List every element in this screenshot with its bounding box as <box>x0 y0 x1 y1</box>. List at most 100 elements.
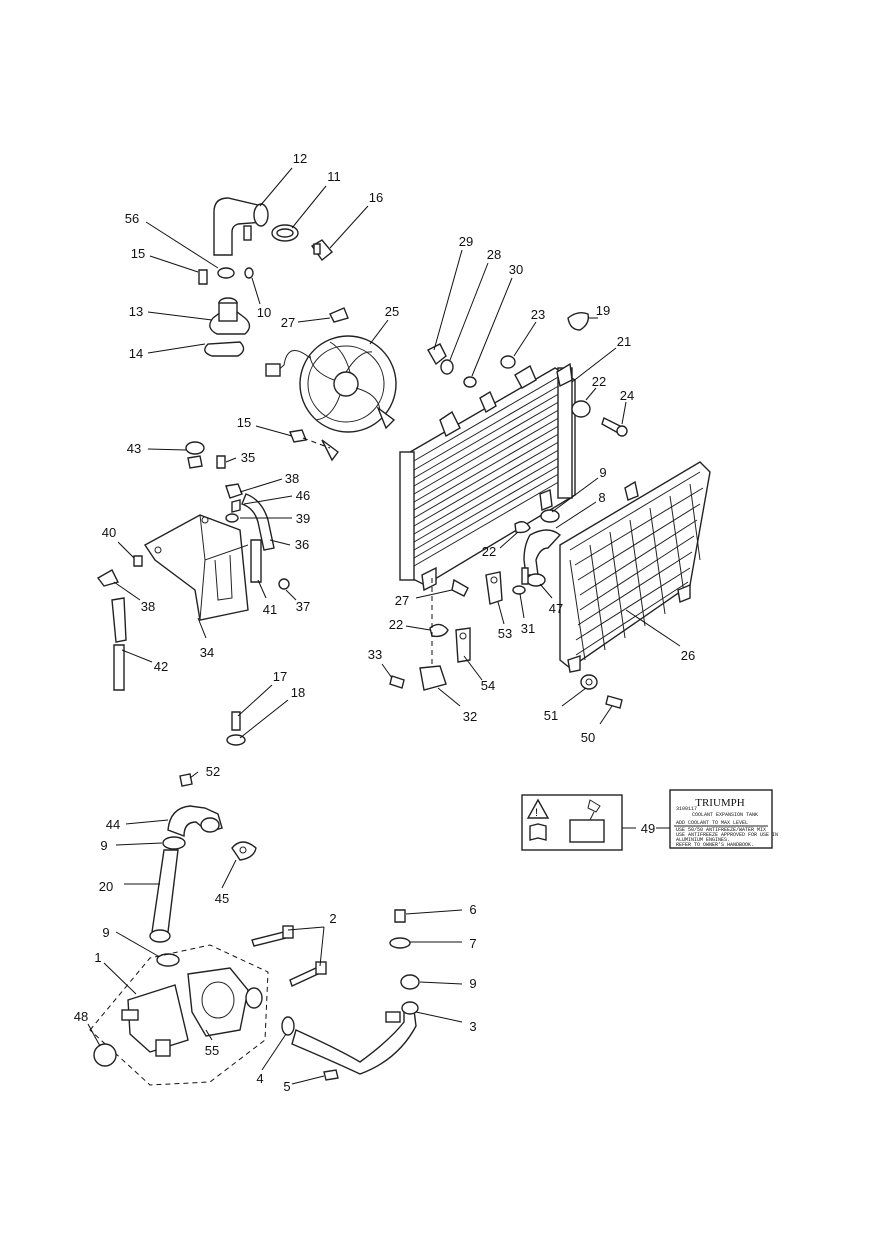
guard-tab-top <box>624 480 639 501</box>
callout-27b: 27 <box>395 593 409 608</box>
bottom-hose-8 <box>389 509 562 691</box>
callout-38a: 38 <box>285 471 299 486</box>
clamp-9-lower <box>156 953 180 967</box>
callout-43: 43 <box>127 441 141 456</box>
callout-5: 5 <box>283 1079 290 1094</box>
fan-mount-right <box>376 405 396 430</box>
grommet-22-top <box>571 400 591 418</box>
callout-19: 19 <box>596 303 610 318</box>
bracket-31 <box>521 567 529 585</box>
warning-triangle-icon <box>526 798 550 819</box>
bolts-2 <box>251 925 327 987</box>
decal-line6: REFER TO OWNER'S HANDBOOK. <box>676 842 754 848</box>
grommet-40 <box>133 555 143 567</box>
callout-12: 12 <box>293 151 307 166</box>
hose-20 <box>151 849 179 933</box>
decal-line4: USE ANTIFREEZE APPROVED FOR USE IN <box>676 832 778 838</box>
callout-32: 32 <box>463 709 477 724</box>
clip-27-bottom <box>451 578 469 597</box>
callout-6: 6 <box>469 902 476 917</box>
callout-41: 41 <box>263 602 277 617</box>
bolt-2-upper <box>251 931 287 947</box>
leader-lines <box>87 167 681 1085</box>
callout-37: 37 <box>296 599 310 614</box>
bolt-52 <box>179 773 193 787</box>
callout-53: 53 <box>498 626 512 641</box>
callout-15a: 15 <box>131 246 145 261</box>
guard-tab-bottom <box>567 655 581 673</box>
radiator-21 <box>399 362 576 592</box>
callout-9c: 9 <box>102 925 109 940</box>
clip-27-top <box>329 307 349 323</box>
decal-brand: TRIUMPH <box>695 797 745 809</box>
pipe-3 <box>291 1009 417 1075</box>
callout-27a: 27 <box>281 315 295 330</box>
clamp-9-radiator <box>540 509 560 523</box>
callout-1: 1 <box>94 950 101 965</box>
thermostat-outlet <box>245 987 263 1009</box>
radiator-right-tank <box>557 367 573 499</box>
callout-20: 20 <box>99 879 113 894</box>
handbook-icon <box>529 823 547 841</box>
callout-22c: 22 <box>389 617 403 632</box>
callout-55: 55 <box>205 1043 219 1058</box>
callout-2: 2 <box>329 911 336 926</box>
callout-7: 7 <box>469 936 476 951</box>
callout-17: 17 <box>273 669 287 684</box>
radiator-guard-26 <box>559 461 711 673</box>
hose-41 <box>250 539 262 583</box>
grommet-22-low <box>429 623 449 638</box>
gasket-14 <box>204 341 245 357</box>
bolt-15-fan <box>289 429 307 443</box>
bolt-24-head <box>616 425 628 437</box>
callout-9d: 9 <box>469 976 476 991</box>
callout-9b: 9 <box>100 838 107 853</box>
bracket-32 <box>419 665 447 691</box>
bleed-screw-16-thread <box>313 243 321 255</box>
screw-35 <box>216 455 226 469</box>
callout-51: 51 <box>544 708 558 723</box>
callout-4: 4 <box>256 1071 263 1086</box>
bracket-53 <box>485 571 503 605</box>
decal-line5: ALUMINIUM ENGINES. <box>676 837 730 843</box>
decal-line2: ADD COOLANT TO MAX LEVEL <box>676 820 748 826</box>
elbow-44-flange <box>200 817 220 833</box>
cap-43-base <box>187 455 203 469</box>
plug-23 <box>500 355 516 369</box>
decal-part-no: 3100117 <box>676 806 697 812</box>
hose-36 <box>241 493 275 551</box>
callout-39: 39 <box>296 511 310 526</box>
o-ring-56 <box>217 267 235 279</box>
clamp-9-pipe <box>400 974 420 990</box>
o-ring-4 <box>281 1016 295 1036</box>
bolt-17-washer-18 <box>226 711 246 746</box>
expansion-tank-34 <box>96 441 290 691</box>
thermostat-spigot <box>155 1039 171 1057</box>
hose-42 <box>113 644 125 691</box>
coolant-pour-icon <box>569 819 605 843</box>
elbow-38-left <box>96 569 120 587</box>
bolt-2-lower-head <box>315 961 327 975</box>
callout-21: 21 <box>617 334 631 349</box>
radiator-left-tank <box>399 451 415 581</box>
callout-3: 3 <box>469 1019 476 1034</box>
callout-36: 36 <box>295 537 309 552</box>
bolt-5 <box>323 1069 339 1081</box>
fan-hub <box>333 371 359 397</box>
callout-50: 50 <box>581 730 595 745</box>
connector-29 <box>427 343 447 366</box>
callout-40: 40 <box>102 525 116 540</box>
thermostat-assembly <box>89 773 269 1086</box>
thermostat-cover-55 <box>187 967 249 1037</box>
pipe-3-end <box>401 1001 419 1015</box>
callout-25: 25 <box>385 304 399 319</box>
outlet-hose-group <box>198 197 333 357</box>
callout-14: 14 <box>129 346 143 361</box>
callout-33: 33 <box>368 647 382 662</box>
callout-23: 23 <box>531 307 545 322</box>
callout-24: 24 <box>620 388 634 403</box>
callout-46: 46 <box>296 488 310 503</box>
hose-42-upper <box>111 597 127 643</box>
callout-11: 11 <box>327 169 341 184</box>
